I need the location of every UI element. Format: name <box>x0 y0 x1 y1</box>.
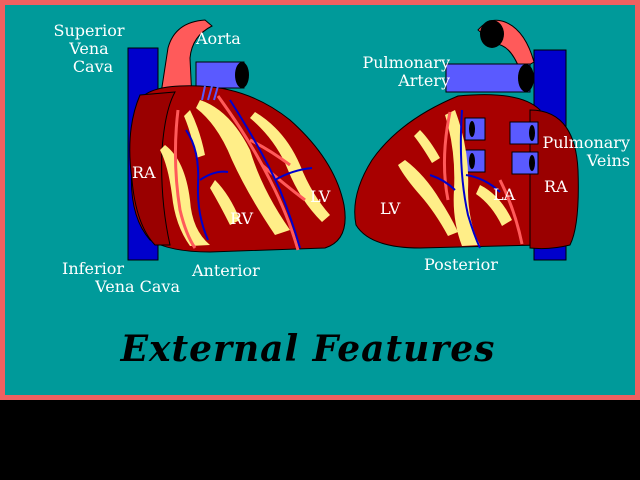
label-inferior-vena-cava: Inferior Vena Cava <box>40 260 180 296</box>
label-posterior-ra: RA <box>544 177 568 196</box>
aorta <box>159 19 213 101</box>
pulmonary-artery <box>445 63 531 93</box>
posterior-cardiac-veins <box>429 109 501 249</box>
label-pulmonary-veins-line-2: Veins <box>586 151 630 170</box>
label-pulmonary-artery-line-1: Pulmonary <box>362 53 450 72</box>
label-superior-vena-cava-line-3: Cava <box>72 57 114 76</box>
anterior-cardiac-veins <box>185 99 313 249</box>
label-inferior-vena-cava-line-1: Inferior <box>62 259 125 278</box>
label-pulmonary-artery-line-2: Artery <box>398 71 450 90</box>
label-superior-vena-cava: Superior Vena Cava <box>44 22 134 76</box>
posterior-coronary-arteries <box>442 111 524 245</box>
pulmonary-veins <box>464 117 539 175</box>
label-pulmonary-veins: Pulmonary Veins <box>520 134 630 170</box>
pulmonary-artery-opening <box>518 64 534 92</box>
caption-anterior: Anterior <box>192 261 260 280</box>
anterior-fat <box>160 100 330 246</box>
caption-posterior: Posterior <box>424 255 498 274</box>
anterior-coronary-arteries <box>173 95 306 251</box>
label-anterior-ra: RA <box>132 163 156 182</box>
anterior-right-atrium <box>129 91 176 246</box>
label-pulmonary-artery: Pulmonary Artery <box>330 54 450 90</box>
label-inferior-vena-cava-line-2: Vena Cava <box>95 277 180 296</box>
label-pulmonary-veins-line-1: Pulmonary <box>542 133 630 152</box>
label-posterior-lv: LV <box>380 199 401 218</box>
anterior-heart <box>127 19 346 261</box>
label-posterior-la: LA <box>493 185 516 204</box>
posterior-right-atrium <box>529 109 579 250</box>
pulmonary-trunk-opening <box>235 62 249 88</box>
diagram-title: External Features <box>120 328 496 370</box>
label-aorta: Aorta <box>196 29 241 48</box>
label-anterior-lv: LV <box>310 187 331 206</box>
label-superior-vena-cava-line-1: Superior <box>53 21 125 40</box>
posterior-heart <box>354 19 579 261</box>
posterior-aorta-opening <box>480 20 504 48</box>
anterior-vessel-roots <box>201 85 219 101</box>
label-superior-vena-cava-line-2: Vena <box>69 39 109 58</box>
label-anterior-rv: RV <box>230 209 254 228</box>
